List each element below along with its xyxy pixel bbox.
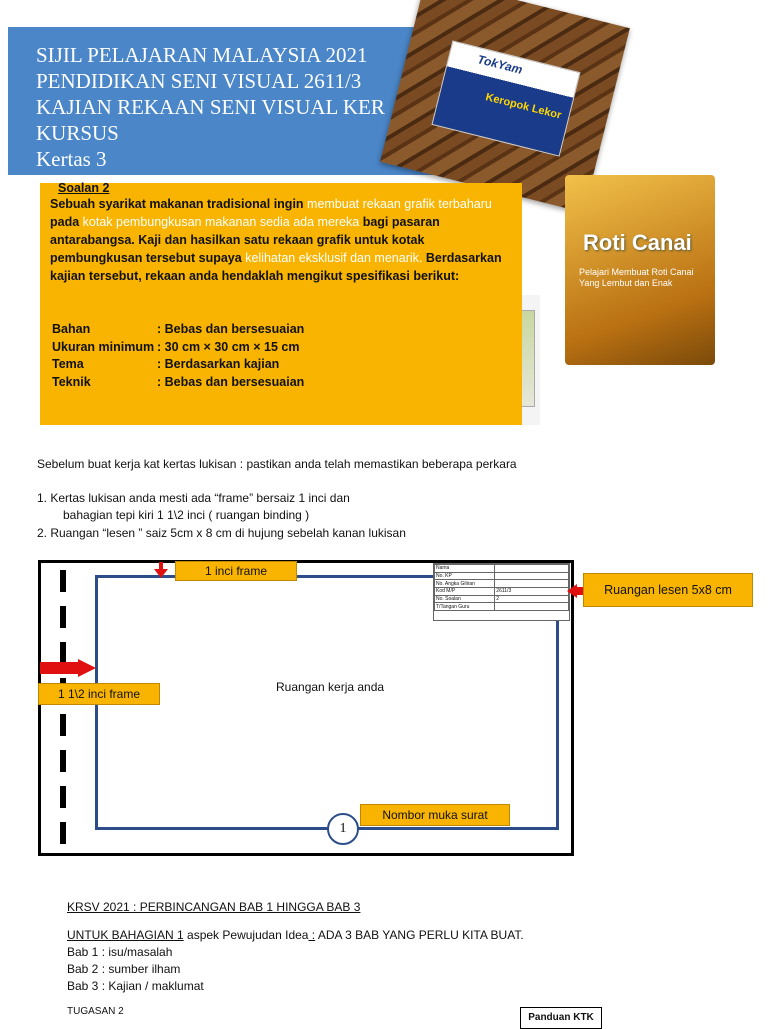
spec-key: Tema — [52, 357, 84, 371]
licence-value — [494, 564, 569, 573]
spec-value: : 30 cm × 30 cm × 15 cm — [157, 339, 300, 354]
question-text-2: pada — [50, 215, 83, 229]
title-line-4: KURSUS — [36, 121, 119, 145]
question-text-1: Sebuah syarikat makanan tradisional ingi… — [50, 197, 308, 211]
title-banner: SIJIL PELAJARAN MALAYSIA 2021 PENDIDIKAN… — [8, 27, 436, 175]
bahagian-tail: ADA 3 BAB YANG PERLU KITA BUAT. — [315, 928, 524, 942]
cracker-name: Keropok Lekor — [484, 91, 563, 122]
licence-row: T/Tangan Guru — [433, 602, 569, 612]
licence-value — [494, 602, 569, 612]
page-number-circle: 1 — [327, 813, 359, 845]
licence-row: No. KP — [433, 571, 569, 581]
spec-row: Ukuran minimum: 30 cm × 30 cm × 15 cm — [52, 339, 304, 357]
question-text-3: bagi pasaran antarabangsa. Kaji dan hasi… — [50, 215, 440, 265]
licence-arrow-shaft — [574, 587, 584, 595]
question-highlight-1: membuat rekaan grafik terbaharu — [307, 197, 492, 211]
right-arrow-icon — [78, 659, 96, 677]
left-arrow-icon — [567, 584, 577, 598]
bahagian-colon: : — [308, 928, 316, 942]
spec-key: Teknik — [52, 374, 91, 389]
spec-row: Teknik : Bebas dan bersesuaian — [52, 374, 304, 392]
question-highlight-2: kotak pembungkusan makanan sedia ada mer… — [82, 215, 360, 229]
instruction-2: 2. Ruangan “lesen ” saiz 5cm x 8 cm di h… — [37, 526, 406, 540]
instructions-intro: Sebelum buat kerja kat kertas lukisan : … — [37, 457, 517, 471]
page-number-label: Nombor muka surat — [360, 804, 510, 826]
spec-list: Bahan : Bebas dan bersesuaian Ukuran mini… — [52, 321, 304, 391]
roti-canai-box-photo: Roti Canai Pelajari Membuat Roti Canai Y… — [565, 175, 715, 365]
spec-row: Tema : Berdasarkan kajian — [52, 356, 304, 374]
licence-value: 2611/3 — [494, 587, 569, 596]
spec-key: Bahan — [52, 322, 91, 336]
spec-row: Bahan : Bebas dan bersesuaian — [52, 321, 304, 339]
bab-2: Bab 2 : sumber ilham — [67, 962, 181, 976]
cracker-brand: TokYam — [476, 52, 524, 77]
spec-key: Ukuran minimum — [52, 339, 155, 354]
instruction-1-cont: bahagian tepi kiri 1 1\2 inci ( ruangan … — [63, 508, 310, 522]
title-line-2: PENDIDIKAN SENI VISUAL 2611/3 — [36, 69, 362, 93]
licence-key: Kod M/P — [433, 587, 496, 596]
licence-row: No. Angka Giliran — [433, 579, 569, 589]
spec-value: : Berdasarkan kajian — [157, 357, 280, 371]
binding-dashed-line — [60, 570, 66, 845]
licence-key: No. KP — [433, 571, 496, 581]
paper-frame — [38, 560, 574, 856]
licence-key: No. Angka Giliran — [433, 579, 496, 589]
licence-key: T/Tangan Guru — [433, 602, 496, 612]
spec-value: : Bebas dan bersesuaian — [157, 374, 305, 389]
bahagian-line: UNTUK BAHAGIAN 1 aspek Pewujudan Idea : … — [67, 928, 524, 942]
licence-key: No. Soalan — [433, 594, 496, 604]
krsv-heading: KRSV 2021 : PERBINCANGAN BAB 1 HINGGA BA… — [67, 900, 361, 914]
licence-value — [494, 579, 569, 589]
roti-subtitle: Pelajari Membuat Roti Canai Yang Lembut … — [579, 267, 694, 288]
down-arrow-icon — [154, 569, 168, 578]
question-text-4: Berdasarkan kajian tersebut, rekaan anda… — [50, 251, 502, 283]
left-arrow-shaft — [40, 662, 80, 674]
bab-3: Bab 3 : Kajian / maklumat — [67, 979, 204, 993]
title-line-5: Kertas 3 — [36, 147, 107, 171]
top-frame-label: 1 inci frame — [175, 561, 297, 581]
instruction-1: 1. Kertas lukisan anda mesti ada “frame”… — [37, 491, 350, 505]
licence-label: Ruangan lesen 5x8 cm — [583, 573, 753, 607]
licence-value: 2 — [494, 594, 569, 604]
question-box: Soalan 2 Sebuah syarikat makanan tradisi… — [40, 181, 522, 425]
work-area-label: Ruangan kerja anda — [276, 680, 385, 694]
licence-value — [494, 571, 569, 581]
title-line-1: SIJIL PELAJARAN MALAYSIA 2021 — [36, 43, 368, 67]
bahagian-text: aspek Pewujudan Idea — [183, 928, 309, 942]
licence-key: Nama — [433, 564, 496, 573]
left-frame-label: 1 1\2 inci frame — [38, 683, 160, 705]
question-highlight-3: kelihatan eksklusif dan menarik. — [245, 251, 423, 265]
licence-row: Nama — [433, 564, 569, 573]
tugasan-label: TUGASAN 2 — [67, 1006, 124, 1017]
bahagian-underlined: UNTUK BAHAGIAN 1 — [67, 928, 184, 942]
question-paragraph: Sebuah syarikat makanan tradisional ingi… — [50, 195, 515, 285]
bab-1: Bab 1 : isu/masalah — [67, 945, 173, 959]
spec-value: : Bebas dan bersesuaian — [157, 322, 305, 336]
question-title: Soalan 2 — [58, 181, 110, 195]
roti-title: Roti Canai — [583, 230, 692, 255]
panduan-ktk-box: Panduan KTK — [520, 1007, 602, 1029]
top-arrow-shaft — [159, 562, 163, 570]
title-line-3: KAJIAN REKAAN SENI VISUAL KER — [36, 95, 385, 119]
